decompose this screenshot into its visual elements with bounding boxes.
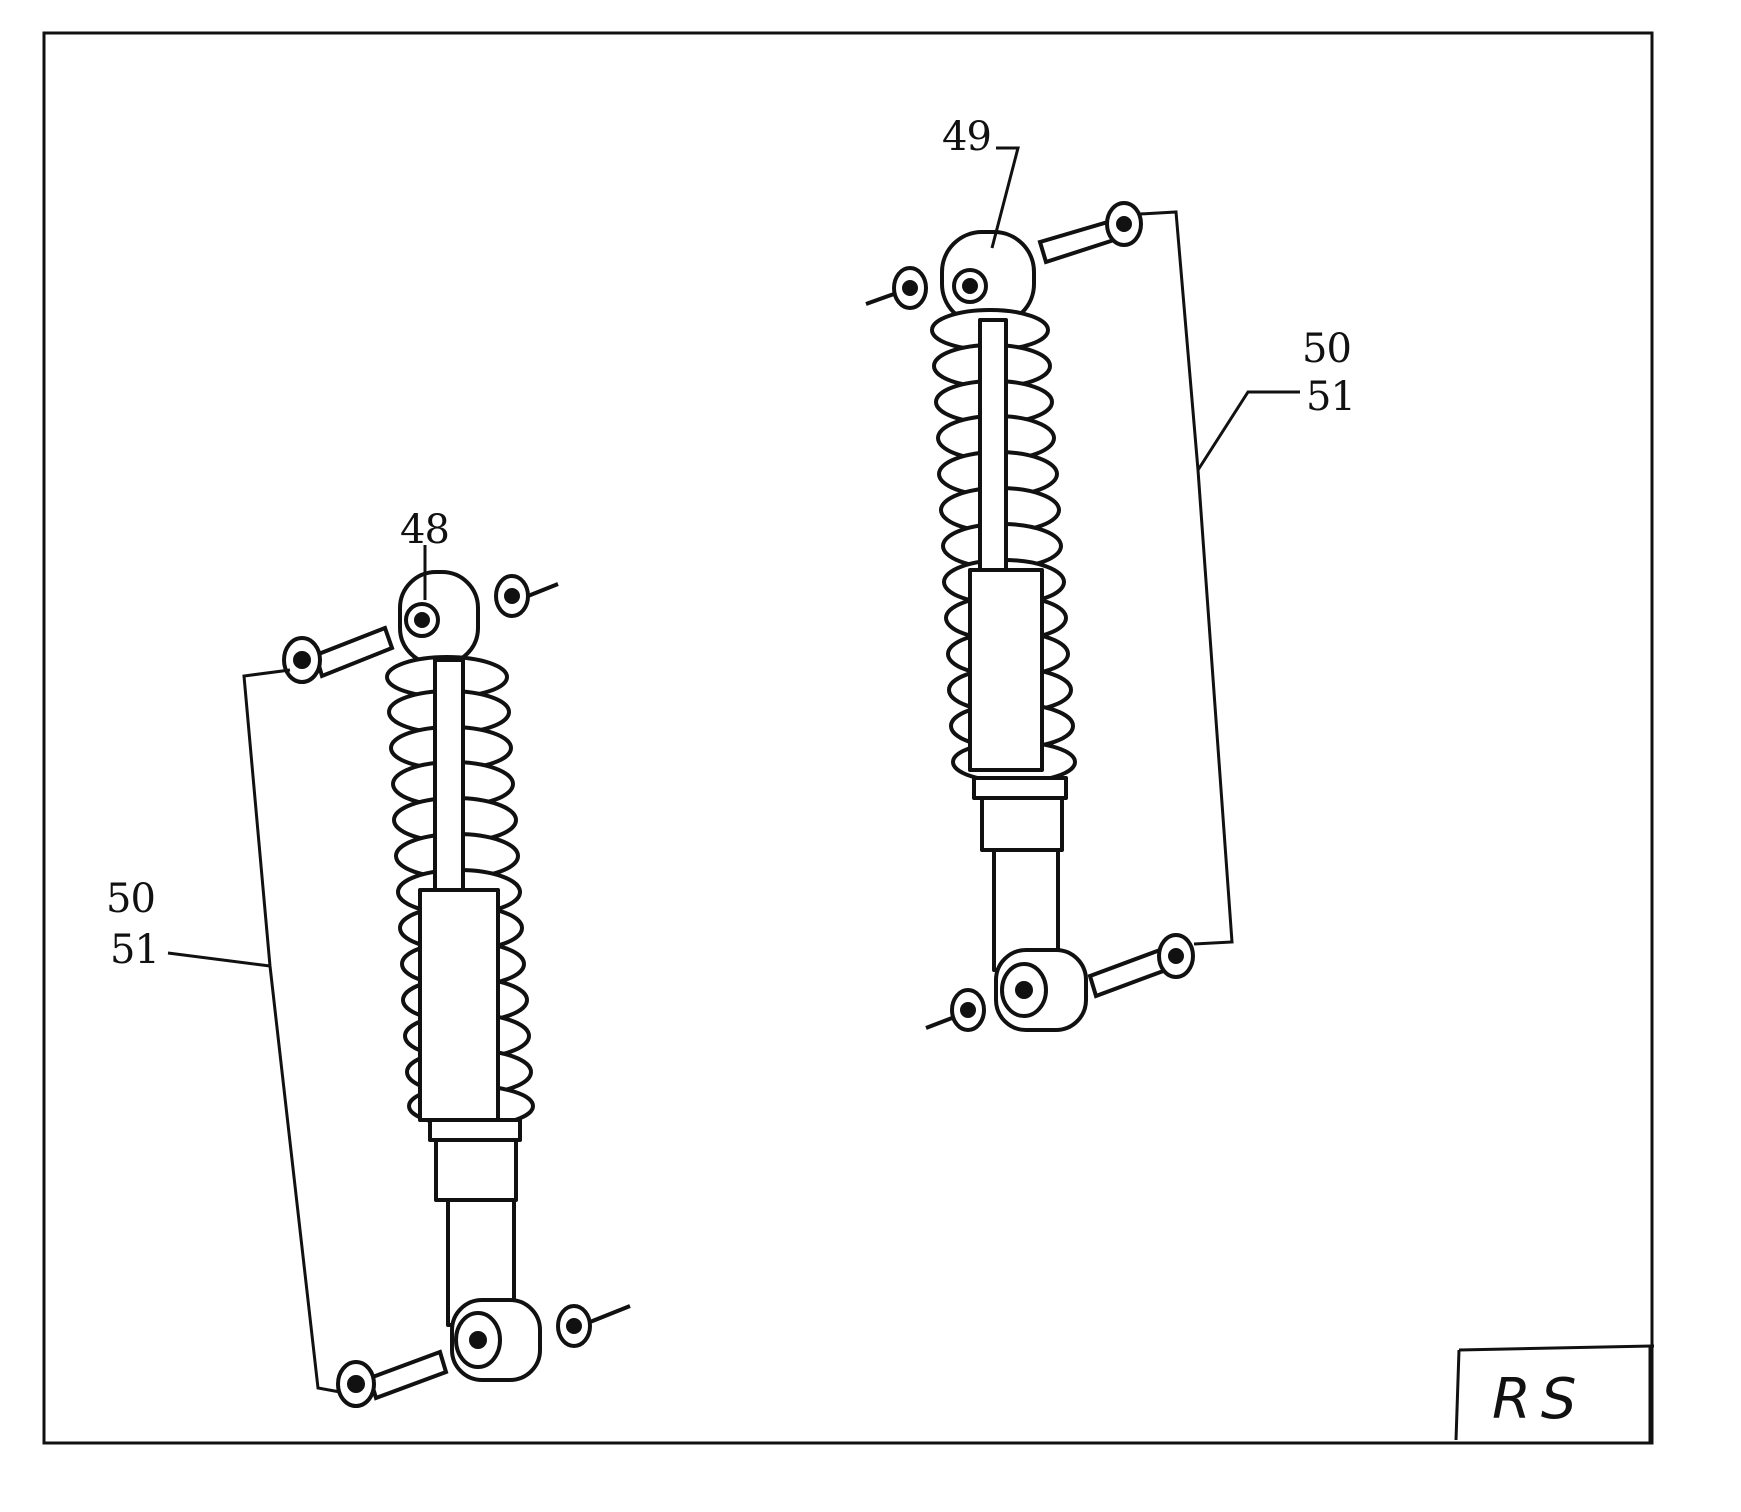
right-shock-absorber xyxy=(930,230,1088,1032)
stamp-initials: RS xyxy=(1492,1367,1586,1432)
left-lower-bolt xyxy=(336,1349,449,1408)
left-shock-absorber xyxy=(385,570,542,1382)
callout-right-51: 51 xyxy=(1306,374,1355,420)
callout-49: 49 xyxy=(942,114,991,160)
right-upper-nut xyxy=(865,266,928,310)
right-bolt-leader xyxy=(1139,210,1234,946)
left-lower-nut xyxy=(556,1304,631,1348)
right-qty-leader xyxy=(1196,390,1300,471)
left-upper-nut xyxy=(494,574,559,618)
left-upper-bolt xyxy=(282,625,395,684)
callout-left-51: 51 xyxy=(110,927,159,973)
callout-48: 48 xyxy=(400,507,449,553)
right-upper-bolt xyxy=(1037,201,1143,265)
callout-left-50: 50 xyxy=(106,876,155,922)
callout-right-50: 50 xyxy=(1302,326,1351,372)
right-lower-bolt xyxy=(1087,933,1195,999)
left-qty-leader xyxy=(167,951,271,968)
left-bolt-leader xyxy=(242,668,341,1394)
stamp-box: RS xyxy=(1454,1344,1655,1442)
right-lower-nut xyxy=(925,988,986,1032)
right-shock-leader xyxy=(990,146,1020,249)
diagram-frame xyxy=(42,31,1654,1445)
